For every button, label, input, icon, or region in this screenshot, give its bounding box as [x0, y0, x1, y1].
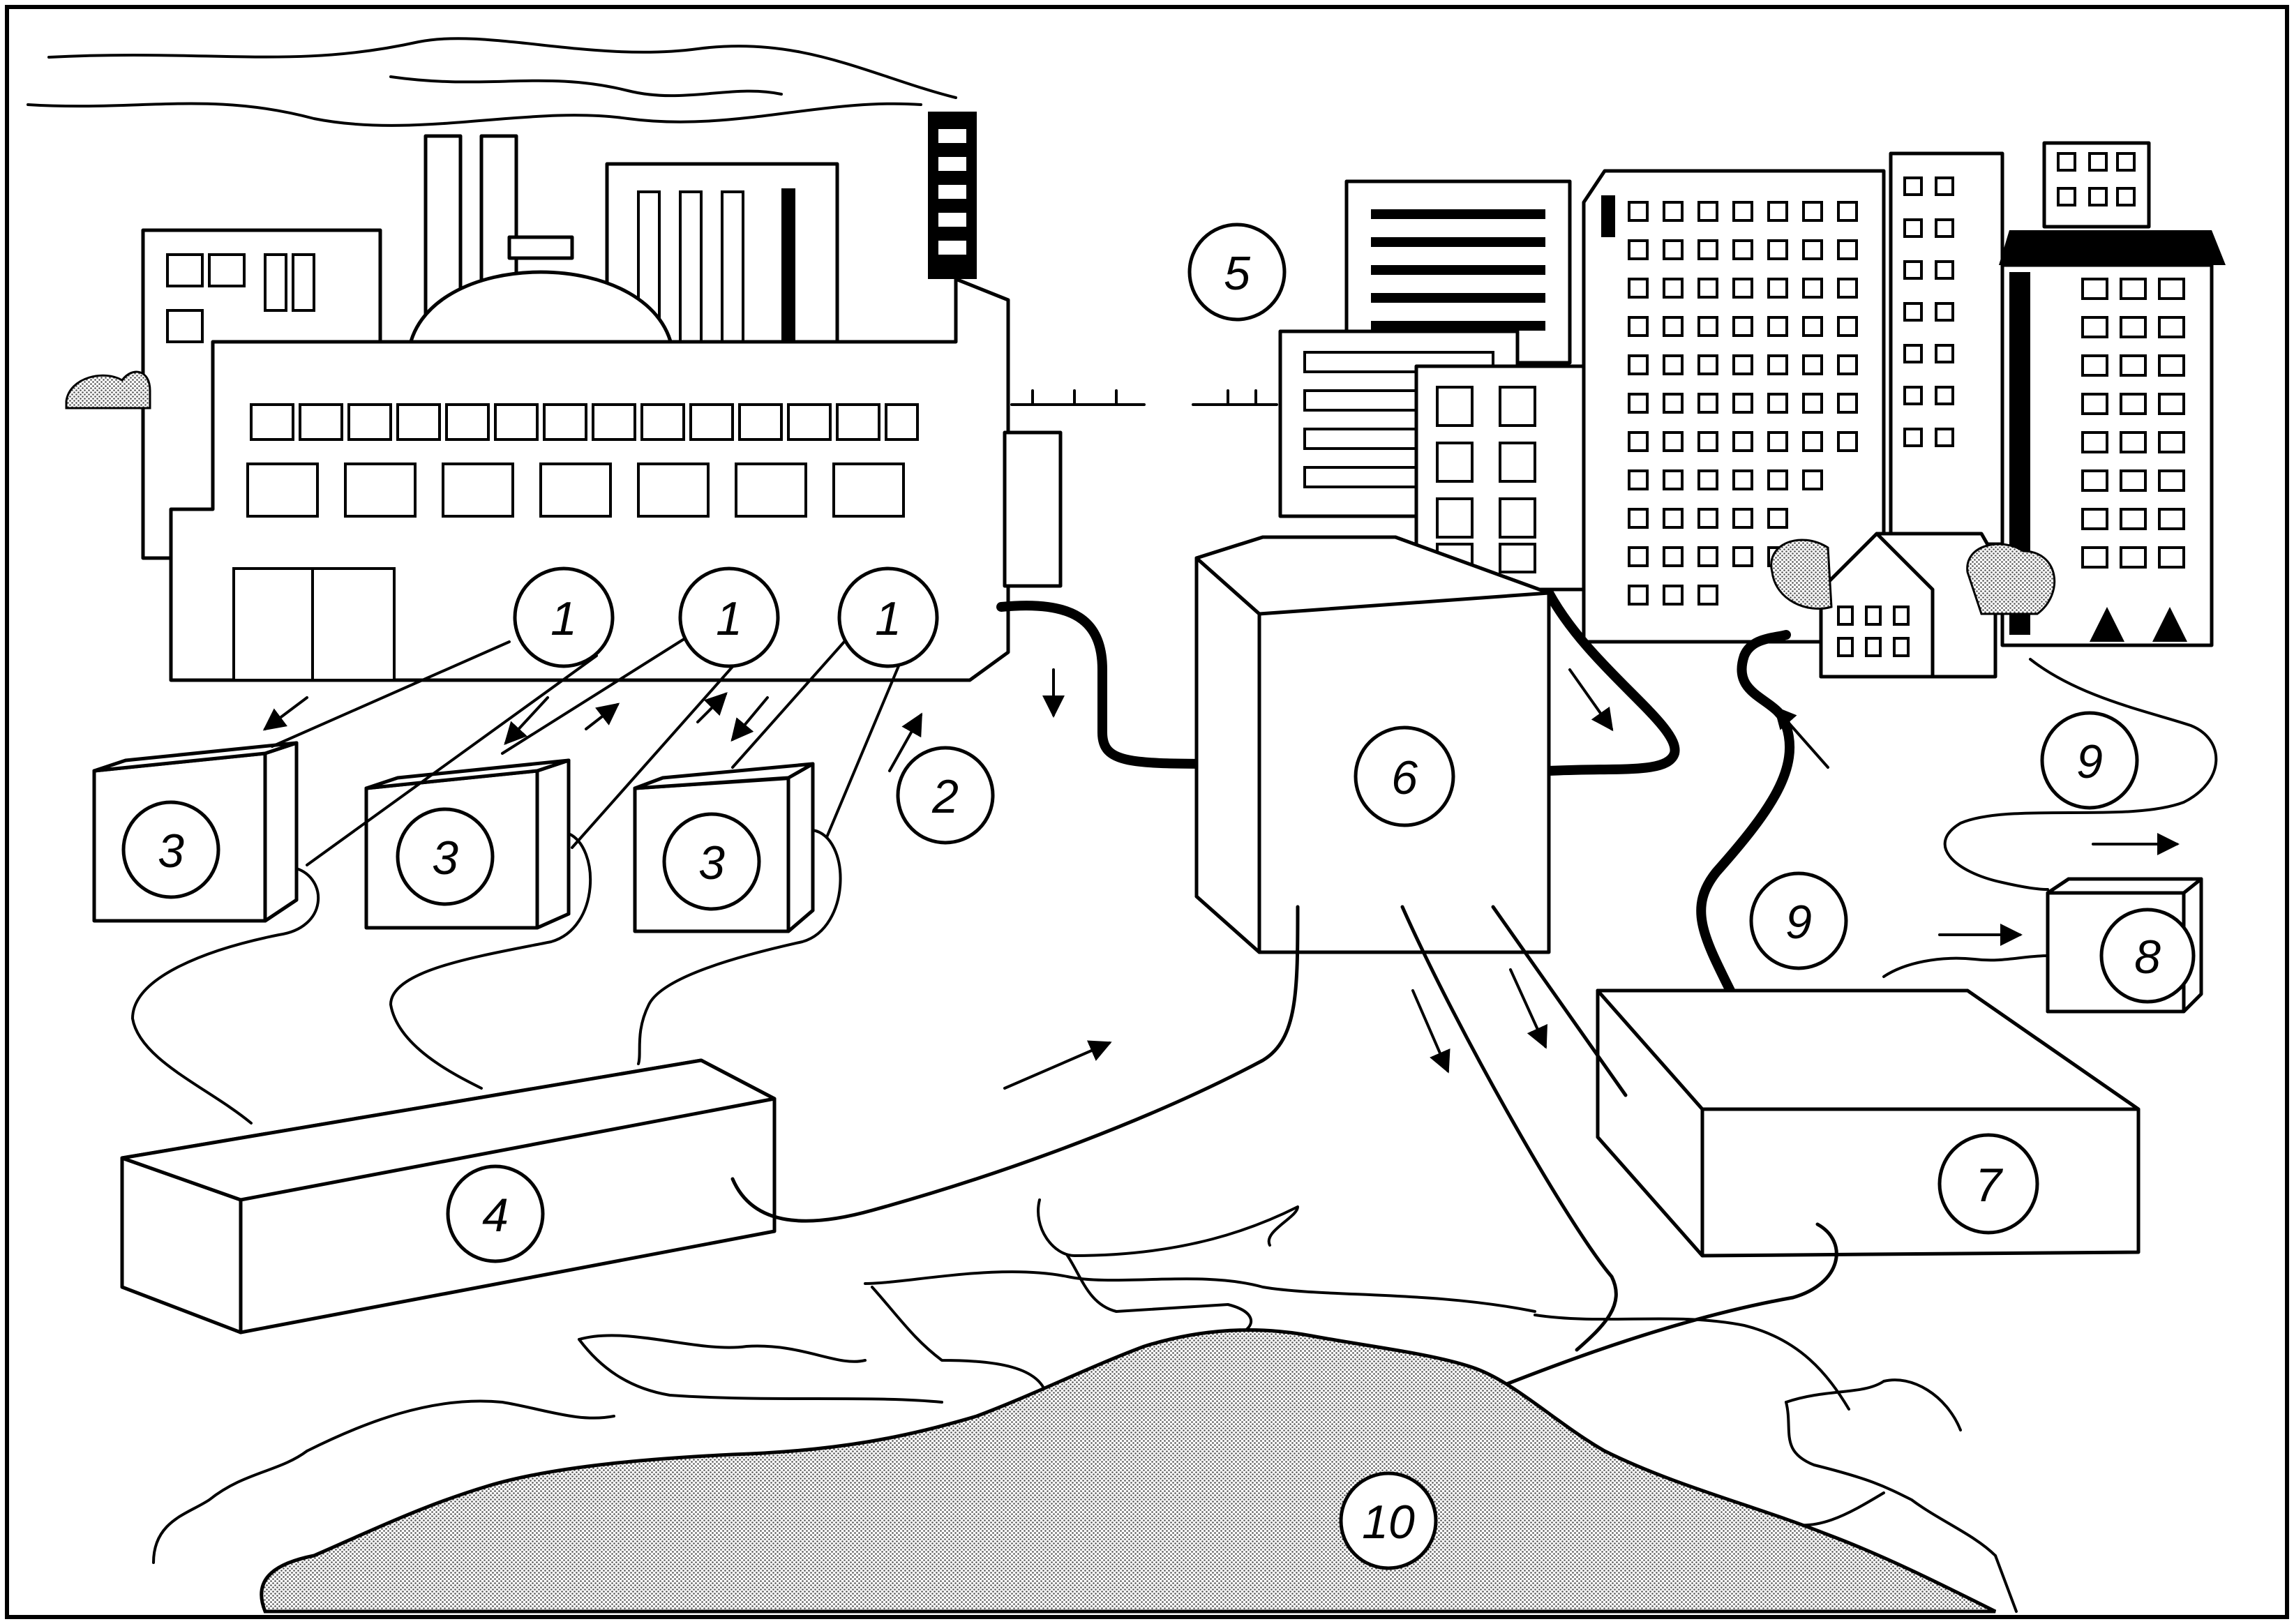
- svg-text:1: 1: [875, 592, 901, 645]
- label-tank-3c: 3: [662, 812, 761, 911]
- label-unit-7: 7: [1937, 1133, 2039, 1235]
- label-city-5: 5: [1187, 223, 1287, 322]
- label-plant-6: 6: [1354, 725, 1455, 827]
- svg-text:3: 3: [432, 832, 458, 885]
- svg-text:2: 2: [931, 770, 959, 823]
- svg-text:4: 4: [482, 1189, 509, 1242]
- label-unit-8: 8: [2099, 908, 2196, 1004]
- svg-text:5: 5: [1224, 247, 1250, 300]
- svg-text:3: 3: [158, 825, 184, 878]
- collector-4: [120, 1058, 777, 1334]
- border-frame: [5, 5, 2289, 1619]
- label-unit-4: 4: [446, 1164, 545, 1263]
- unit-7: [1596, 988, 2141, 1258]
- horizon-fence: [1010, 389, 1278, 406]
- svg-text:1: 1: [716, 592, 742, 645]
- label-water-10: 10: [1339, 1471, 1438, 1570]
- landscape: [152, 1198, 2018, 1614]
- factory: [65, 112, 1063, 682]
- label-source-1c: 1: [837, 566, 939, 668]
- svg-text:3: 3: [698, 836, 725, 889]
- label-tank-3a: 3: [121, 800, 220, 899]
- svg-text:10: 10: [1362, 1496, 1415, 1549]
- smoke-plumes: [27, 37, 957, 127]
- pipes: [996, 588, 1795, 995]
- number-labels: 1 1 1 2 3 3 3 4: [121, 223, 2196, 1570]
- label-source-1a: 1: [513, 566, 615, 668]
- svg-text:9: 9: [2076, 735, 2103, 788]
- label-2: 2: [896, 746, 995, 845]
- svg-text:6: 6: [1391, 751, 1418, 804]
- label-9b: 9: [1749, 871, 1848, 970]
- svg-text:9: 9: [1785, 896, 1812, 949]
- label-source-1b: 1: [678, 566, 780, 668]
- label-tank-3b: 3: [396, 807, 495, 906]
- svg-text:8: 8: [2134, 931, 2161, 984]
- city: [1278, 141, 2226, 679]
- svg-text:7: 7: [1975, 1159, 2003, 1212]
- svg-text:1: 1: [550, 592, 577, 645]
- label-9a: 9: [2040, 711, 2139, 810]
